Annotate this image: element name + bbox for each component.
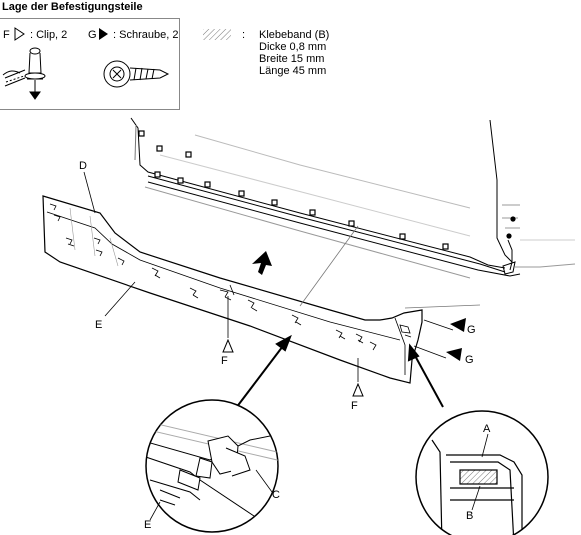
vehicle-body-outline [130,117,576,279]
detail-circle-left [145,399,279,533]
leader-lines [83,171,481,382]
callout-g2: G [465,354,474,366]
callout-g1: G [467,324,476,336]
clip-illustration-icon [2,47,46,100]
screw-illustration-icon [103,60,170,88]
callout-d: D [79,160,87,172]
body-clip-holes [138,130,516,250]
callout-c: C [272,489,280,501]
panel-clip-marks [49,203,412,351]
callout-e-detail: E [144,519,152,531]
legend-tape-line-2: Dicke 0,8 mm [259,41,327,53]
tape-hatch-icon [203,29,231,40]
direction-arrow-icon [252,251,272,275]
detail-circle-right [415,410,549,535]
legend-screw-letter: G [88,29,97,41]
legend-tape-line-3: Breite 15 mm [259,53,325,65]
screw-marker-g1 [450,318,466,332]
clip-symbol-icon [14,27,25,41]
legend-box [0,18,180,110]
callout-b: B [466,510,474,522]
screw-marker-g2 [446,348,462,361]
side-sill-panel [42,195,423,384]
legend-tape-colon: : [242,29,246,41]
callout-f1: F [221,355,228,367]
screw-symbol-icon [99,28,108,40]
clip-marker-f2 [352,382,364,397]
callout-e: E [95,319,103,331]
legend-clip-letter: F [3,29,10,41]
legend-screw-text: : Schraube, 2 [113,29,179,41]
diagram-title: Lage der Befestigungsteile [2,1,143,13]
clip-marker-f1 [222,338,234,353]
legend-tape-line-4: Länge 45 mm [259,65,327,77]
legend-tape-line-1: Klebeband (B) [259,29,330,41]
legend-clip-text: : Clip, 2 [30,29,68,41]
callout-f2: F [351,400,358,412]
callout-a: A [483,423,491,435]
detail-pointer-arrows [235,334,444,409]
